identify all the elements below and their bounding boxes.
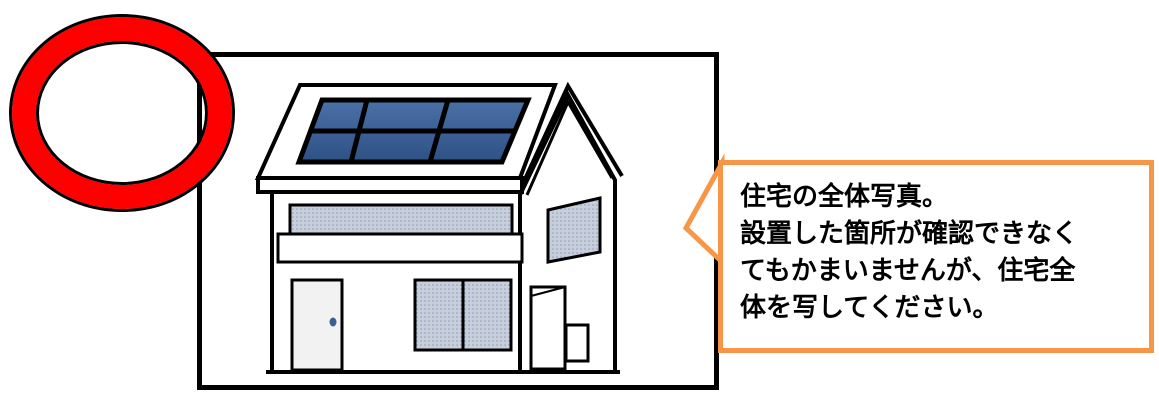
door-knob [329,317,337,327]
callout-line-4: 体を写してください。 [740,293,999,323]
balcony [276,232,524,264]
callout-line-1: 住宅の全体写真。 [740,182,949,212]
callout-line-3: てもかまいませんが、住宅全 [740,256,1076,286]
outdoor-unit [529,285,567,371]
side-window [546,196,602,264]
callout-join [723,167,729,259]
red-circle-ok-icon [9,14,235,212]
callout-line-2: 設置した箇所が確認できなく [740,219,1079,249]
solar-panel [295,97,532,165]
callout-box: 住宅の全体写真。 設置した箇所が確認できなく てもかまいませんが、住宅全 体を写… [718,160,1154,353]
callout-pointer [682,153,725,268]
